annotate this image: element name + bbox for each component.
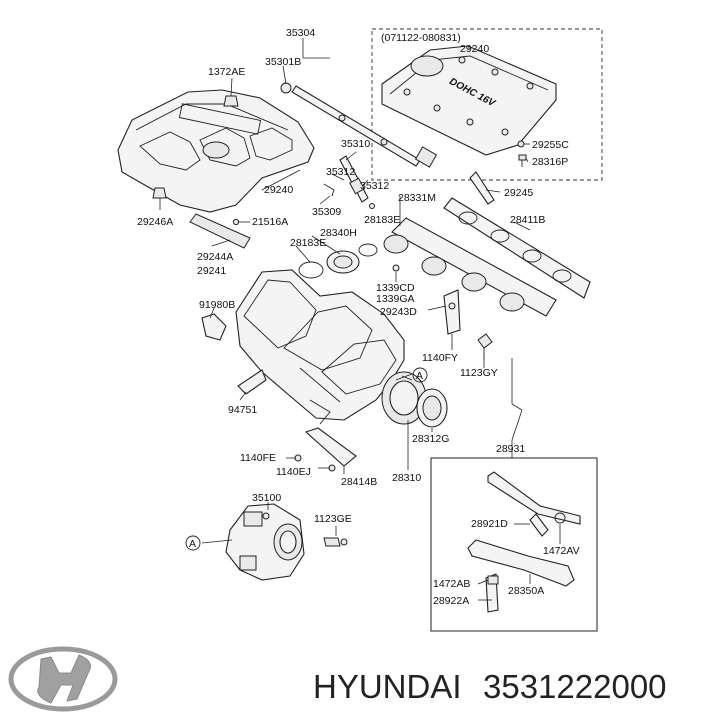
grommet-1372ae — [223, 95, 239, 107]
label-29241: 29241 — [197, 265, 226, 277]
grommet-29246a — [152, 187, 167, 199]
intake-manifold — [235, 269, 427, 425]
label-1339ga: 1339GA — [376, 293, 415, 305]
label-1472ab: 1472AB — [433, 578, 470, 590]
intake-runner-flange — [383, 217, 557, 317]
label-29240-engine-cover: 29240 — [264, 184, 293, 196]
label-28922a: 28922A — [433, 595, 469, 607]
label-29243d: 29243D — [380, 306, 417, 318]
label-28414b: 28414B — [341, 476, 377, 488]
label-35304: 35304 — [286, 27, 315, 39]
marker-a-circle-2 — [185, 535, 201, 551]
label-1339cd: 1339CD — [376, 282, 415, 294]
bolt-29255c — [517, 140, 527, 148]
label-1123gy: 1123GY — [460, 367, 498, 379]
brand-name: HYUNDAI — [313, 668, 462, 705]
label-35312-right: 35312 — [360, 180, 389, 192]
bracket-94751 — [237, 369, 267, 395]
label-28310: 28310 — [392, 472, 421, 484]
hyundai-logo-icon — [8, 646, 118, 712]
label-1140ej: 1140EJ — [276, 466, 311, 478]
pcv-hose-box — [430, 457, 598, 632]
label-35100: 35100 — [252, 492, 281, 504]
label-91980b: 91980B — [199, 299, 235, 311]
leader-lines — [159, 38, 561, 601]
label-28183e-upper: 28183E — [364, 214, 400, 226]
label-1140fe: 1140FE — [240, 452, 276, 464]
label-28350a: 28350A — [508, 585, 544, 597]
cover-bracket — [189, 213, 251, 249]
label-28931: 28931 — [496, 443, 525, 455]
intake-hose — [326, 250, 360, 274]
label-35309: 35309 — [312, 206, 341, 218]
label-29240-head-cover: 29240 — [460, 43, 489, 55]
label-1140fy: 1140FY — [422, 352, 458, 364]
fuel-rail — [280, 82, 438, 168]
clamp-1472ab — [487, 575, 499, 585]
label-29255c: 29255C — [532, 139, 569, 151]
label-35310: 35310 — [341, 138, 370, 150]
label-1372ae: 1372AE — [208, 66, 245, 78]
label-35312-left: 35312 — [326, 166, 355, 178]
engine-cover — [117, 89, 315, 213]
label-28921d: 28921D — [471, 518, 508, 530]
label-35301b: 35301B — [265, 56, 301, 68]
label-28331m: 28331M — [398, 192, 436, 204]
label-28183e-lower: 28183E — [290, 237, 326, 249]
cylinder-head-cover: DOHC 16V — [381, 45, 557, 156]
variant-cover-box — [371, 28, 603, 181]
marker-a-lower: A — [189, 538, 196, 550]
label-28316p: 28316P — [532, 156, 568, 168]
fuel-injector — [323, 155, 375, 209]
throttle-gasket — [416, 388, 448, 428]
marker-a-circle-1 — [412, 367, 428, 383]
part-number: 3531222000 — [483, 668, 667, 705]
manifold-gasket — [443, 197, 591, 299]
bolt-1123ge — [323, 537, 348, 547]
label-28312g: 28312G — [412, 433, 449, 445]
hose-clamp-left — [298, 261, 324, 279]
bracket-91980b — [201, 313, 227, 341]
clamp-1472av — [554, 512, 566, 524]
hose-clamp-right — [358, 243, 378, 257]
label-1123ge: 1123GE — [314, 513, 352, 525]
bolt-1123gy — [477, 333, 493, 360]
stay-28414b — [304, 427, 357, 467]
label-94751: 94751 — [228, 404, 257, 416]
label-21516a: 21516A — [252, 216, 288, 228]
bracket-29243d — [443, 289, 461, 335]
label-29244a: 29244A — [197, 251, 233, 263]
bolt-28316p — [518, 154, 527, 167]
bolt-1339cd — [392, 264, 400, 272]
label-variant-range: (071122-080831) — [381, 32, 461, 44]
label-29245: 29245 — [504, 187, 533, 199]
label-28340h: 28340H — [320, 227, 357, 239]
marker-a-upper: A — [416, 370, 423, 382]
throttle-body — [225, 503, 305, 581]
label-1472av: 1472AV — [543, 545, 580, 557]
pcv-hose-upper — [487, 471, 581, 537]
label-29246a: 29246A — [137, 216, 173, 228]
sensor-29245 — [469, 171, 495, 205]
label-28411b: 28411B — [510, 214, 545, 226]
